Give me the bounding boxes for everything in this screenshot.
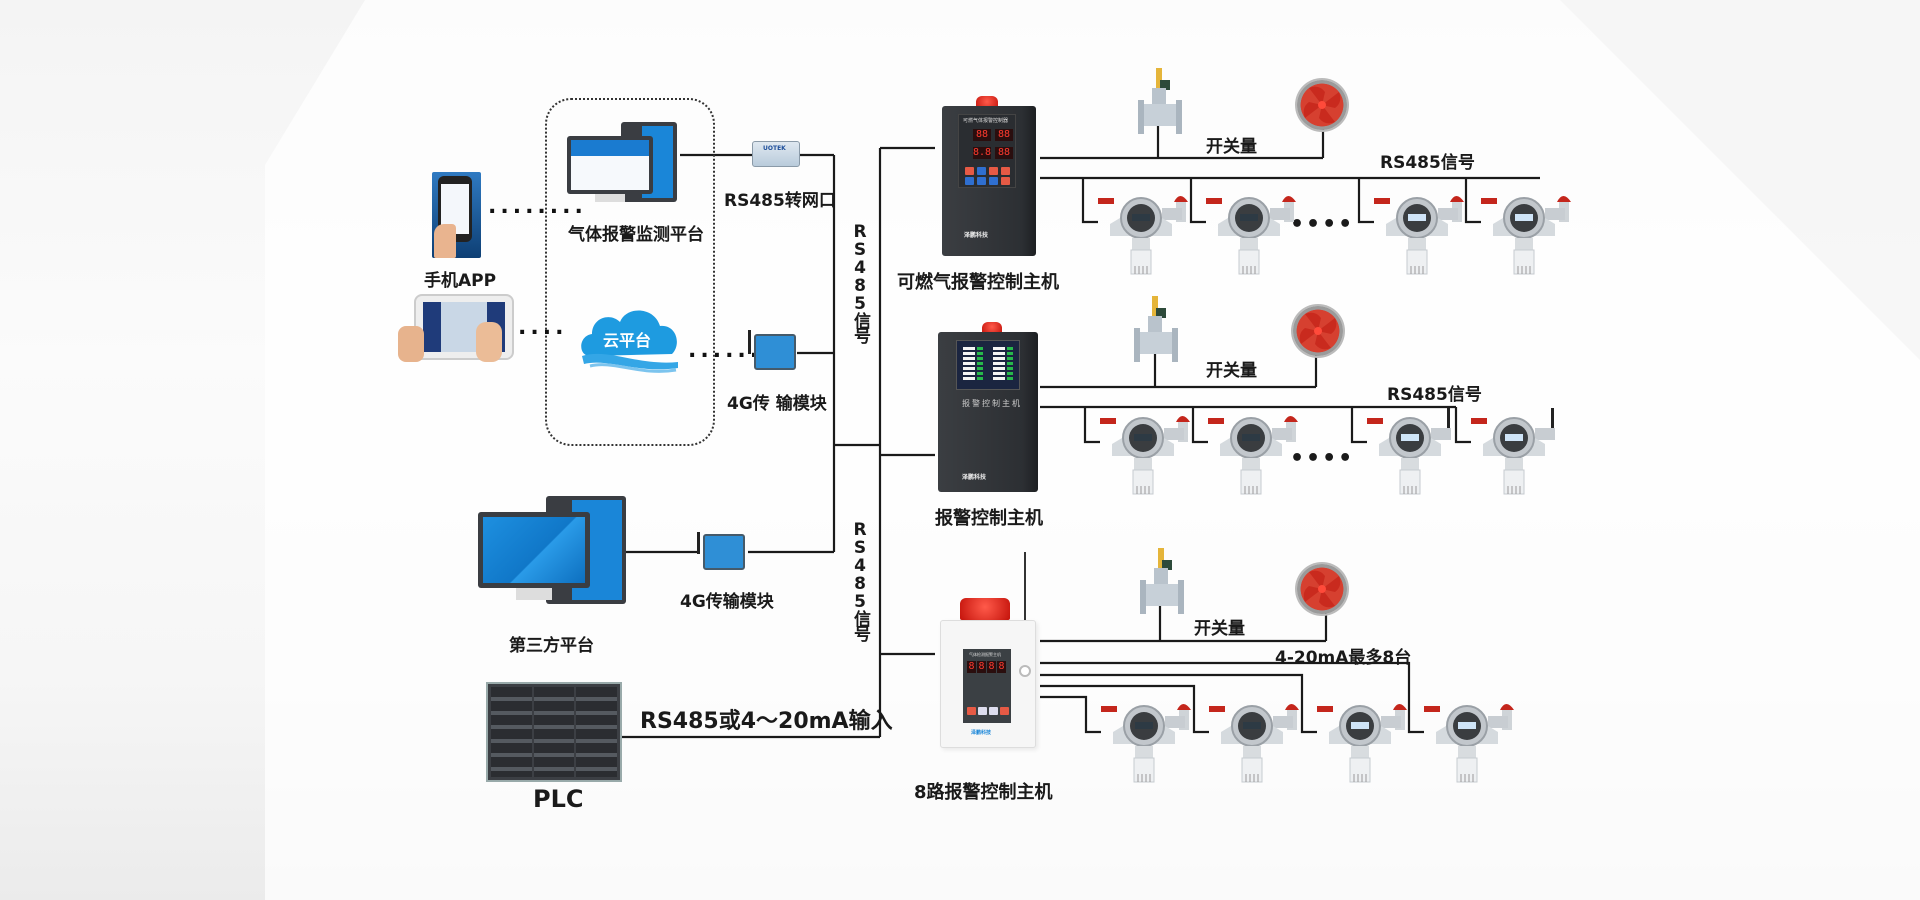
third-party-label: 第三方平台 [509, 636, 594, 656]
4g-module-bottom[interactable] [697, 532, 745, 570]
cloud-platform-icon[interactable]: 云平台 [578, 304, 684, 384]
controller-1-label: 可燃气报警控制主机 [897, 272, 1059, 293]
bus-label-lower: RS485信号 [850, 520, 870, 640]
gas-detector[interactable] [1481, 188, 1581, 288]
4g-module-top[interactable] [748, 330, 796, 370]
exhaust-fan-3 [1297, 564, 1347, 614]
gas-detector[interactable] [1367, 408, 1467, 508]
plc-label: PLC [533, 785, 584, 813]
switch-label-3: 开关量 [1194, 619, 1245, 639]
gas-detector[interactable] [1208, 408, 1308, 508]
platform-group-box [545, 98, 715, 446]
cloud-platform-label: 云平台 [603, 331, 651, 350]
rs485-ethernet-converter[interactable]: UOTEK [752, 141, 800, 167]
gas-detector[interactable] [1424, 696, 1524, 796]
gas-detector[interactable] [1100, 408, 1200, 508]
solenoid-valve-1 [1138, 68, 1182, 140]
exhaust-fan-1 [1297, 80, 1347, 130]
gas-detector[interactable] [1101, 696, 1201, 796]
exhaust-fan-2 [1293, 306, 1343, 356]
phone-dotted-link: ........ [488, 194, 587, 219]
gas-detector[interactable] [1374, 188, 1474, 288]
4g-module-top-label: 4G传 输模块 [727, 394, 827, 414]
controller-1-device[interactable]: 可燃气体报警控制器 88 88 8.8 88 泽鹏科技 [942, 106, 1036, 256]
4g-module-bottom-label: 4G传输模块 [680, 592, 774, 612]
gas-detector[interactable] [1209, 696, 1309, 796]
controller-2-device[interactable]: 报警控制主机 泽鹏科技 [938, 332, 1038, 492]
gas-detector[interactable] [1317, 696, 1417, 796]
sensor-bus-label-3: 4-20mA最多8台 [1275, 648, 1412, 668]
controller-3-antenna [1024, 552, 1026, 622]
third-party-computer[interactable] [478, 496, 626, 608]
ellipsis-1: •••• [1290, 212, 1355, 237]
solenoid-valve-3 [1140, 548, 1184, 620]
sensor-bus-label-1: RS485信号 [1380, 153, 1475, 173]
tablet-dotted-link: .... [518, 315, 568, 340]
solenoid-valve-2 [1134, 296, 1178, 368]
controller-3-beacon [960, 598, 1010, 620]
monitoring-platform-label: 气体报警监测平台 [568, 225, 704, 245]
plc-device[interactable] [486, 682, 622, 782]
mobile-app-label: 手机APP [424, 271, 497, 291]
gas-detector[interactable] [1206, 188, 1306, 288]
switch-label-1: 开关量 [1206, 137, 1257, 157]
controller-2-label: 报警控制主机 [935, 508, 1043, 529]
controller-3-device[interactable]: 气体检测报警主机 8 8 8 8 泽鹏科技 [940, 620, 1036, 748]
bus-label-upper: RS485信号 [850, 222, 870, 342]
monitoring-platform-computer[interactable] [567, 122, 679, 212]
gas-detector[interactable] [1098, 188, 1198, 288]
mobile-app-image[interactable] [432, 172, 481, 258]
rs485-converter-label: RS485转网口 [724, 191, 836, 211]
plc-link-label: RS485或4～20mA输入 [640, 709, 893, 734]
ellipsis-2: •••• [1290, 446, 1355, 471]
sensor-bus-label-2: RS485信号 [1387, 385, 1482, 405]
switch-label-2: 开关量 [1206, 361, 1257, 381]
controller-2-beacon [982, 322, 1002, 334]
tablet-image[interactable] [398, 294, 514, 362]
gas-detector[interactable] [1471, 408, 1571, 508]
controller-3-label: 8路报警控制主机 [914, 782, 1053, 803]
